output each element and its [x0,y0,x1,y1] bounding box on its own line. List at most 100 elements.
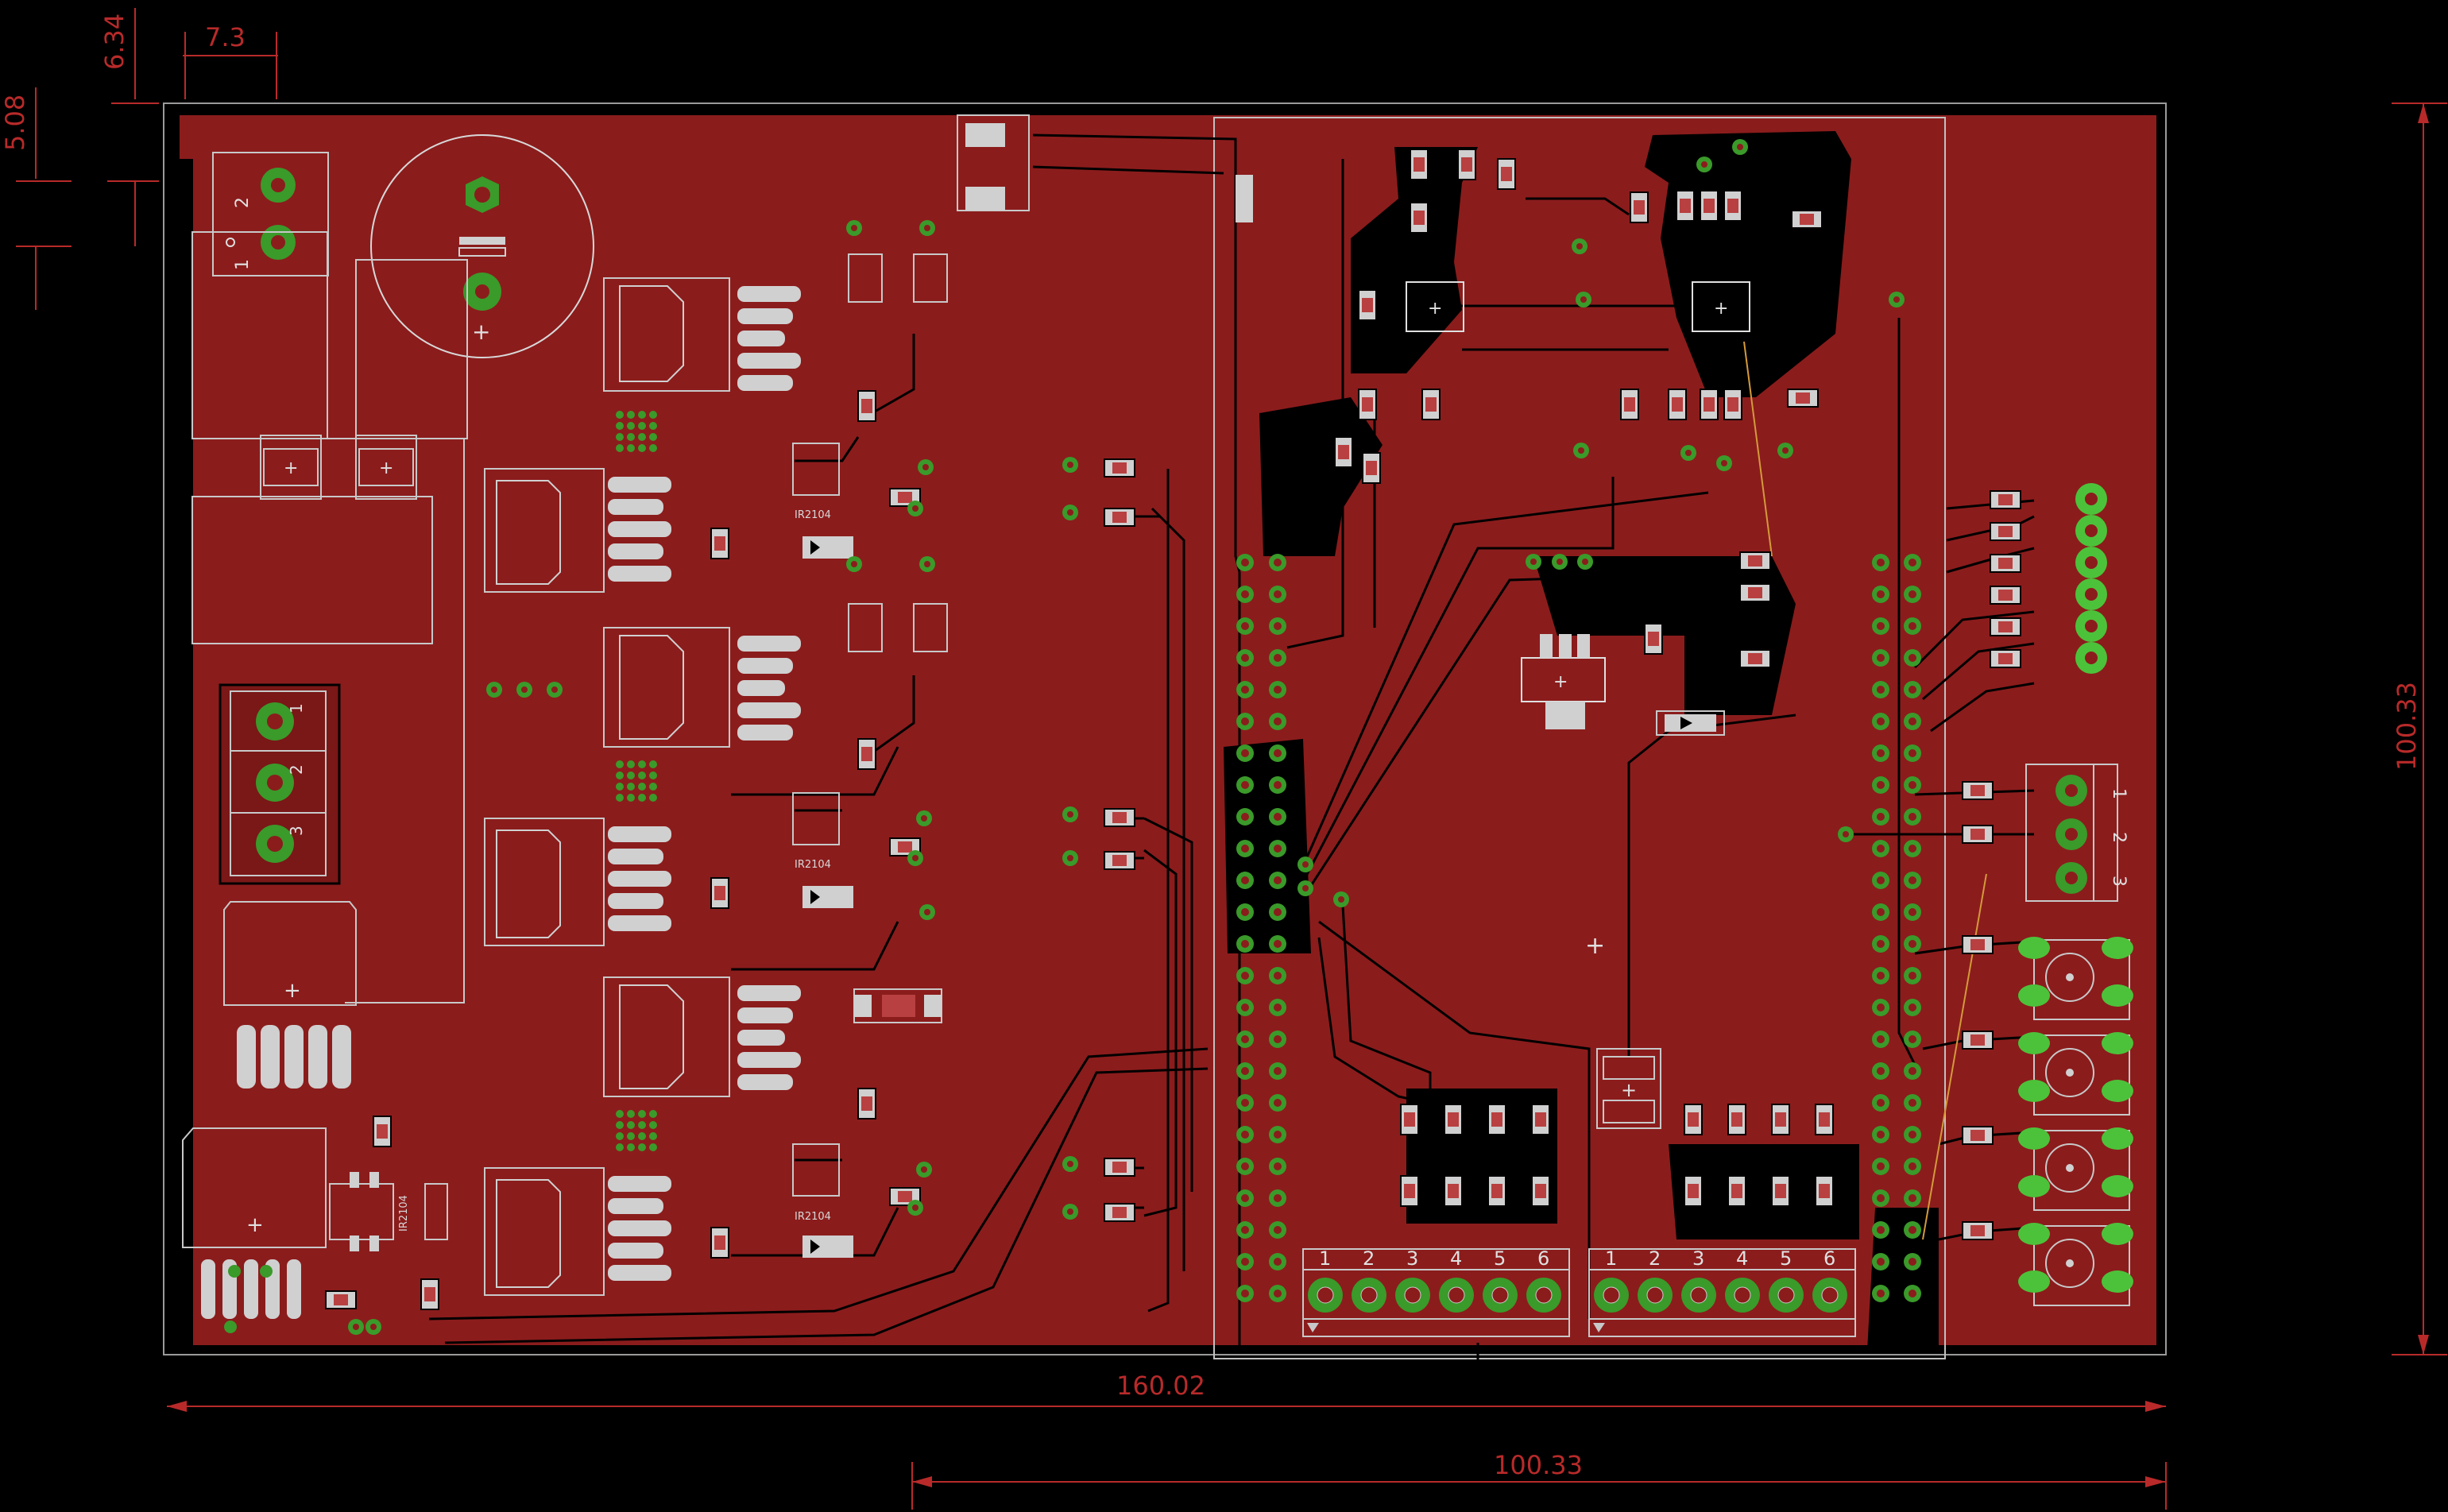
thermal-via [616,794,624,802]
center-diode [1656,710,1725,736]
screw-hole [1404,1286,1421,1304]
header-hole [1877,1162,1885,1170]
thermal-via [638,433,646,441]
header-hole [1877,622,1885,630]
regulator-arrow: + [1553,672,1568,692]
electrolytic-capacitor: + [370,134,594,358]
header-hole [1877,1035,1885,1043]
via-hole [912,855,918,861]
header-hole [1241,1290,1249,1297]
ic2-cross: + [1714,299,1728,319]
connector-a-numbers: 1 2 3 4 5 6 [1319,1247,1549,1270]
header-hole [1241,972,1249,980]
header-hole [1274,908,1282,916]
header-hole [1877,972,1885,980]
via-hole [1067,811,1073,818]
ratsnest-lines [1743,341,1987,1240]
header-hole [1909,813,1916,821]
right-terminal-pin-1: 1 [2109,788,2129,799]
header-hole [1909,559,1916,567]
screw-hole [1535,1286,1553,1304]
smd-resistor-body [1800,214,1814,225]
header-hole [1241,590,1249,598]
button-pad [2102,1270,2133,1293]
conn-a-num-2: 2 [1363,1247,1375,1270]
via-hole [353,1324,359,1330]
smd-resistor-body [424,1287,435,1301]
bottom-regulator-cross: + [246,1213,264,1237]
header-hole [1241,1035,1249,1043]
thermal-via [616,783,624,791]
right-terminal-pin-2: 2 [2109,832,2129,843]
smd-resistor-body [1448,1184,1459,1198]
screw-hole [1360,1286,1378,1304]
header-hole [1909,1131,1916,1139]
header-hole [1274,1131,1282,1139]
thermal-via [627,411,635,419]
button-pad [2018,1127,2050,1150]
button-pad [2018,984,2050,1007]
header-hole [1241,1258,1249,1266]
conn-a-num-6: 6 [1537,1247,1549,1270]
header-hole [1877,1226,1885,1234]
thermal-via [649,1143,657,1151]
header-hole [1274,686,1282,694]
led-hole [2085,524,2098,537]
thermal-via [649,760,657,768]
driver-label-1: IR2104 [795,509,831,521]
conn-a-num-1: 1 [1319,1247,1331,1270]
thermal-via [616,422,624,430]
header-hole [1274,1258,1282,1266]
thermal-via [649,794,657,802]
smd-resistor-body [1727,199,1738,213]
screw-hole [1491,1286,1509,1304]
thermal-via [638,783,646,791]
header-hole [1909,1162,1916,1170]
smd-resistor-body [1998,526,2013,537]
header-hole [1274,1226,1282,1234]
dim-label-sub-width: 100.33 [1494,1450,1583,1480]
header-hole [1241,1067,1249,1075]
smd-resistor-body [1338,445,1349,459]
thermal-via [616,411,624,419]
screw-hole [1603,1286,1620,1304]
header-hole [1909,781,1916,789]
button-outline [2033,1034,2130,1116]
via-hole [921,1166,927,1173]
led-pads [2075,483,2107,674]
smd-resistor-body [1491,1112,1502,1127]
power-input-terminal: 2 1 [212,152,329,276]
via-hole [1582,559,1588,565]
dim-label-board-width: 160.02 [1116,1371,1205,1401]
button-pad [2018,1223,2050,1245]
header-hole [1909,654,1916,662]
conn-a-num-5: 5 [1494,1247,1506,1270]
conn-b-num-4: 4 [1736,1247,1748,1270]
smd-resistor-body [334,1294,348,1305]
header-hole [1909,1067,1916,1075]
thermal-via [627,1143,635,1151]
via-hole [521,686,528,693]
small-vias [348,139,1905,1335]
smd-resistor-body [1688,1112,1699,1127]
via-hole [1067,509,1073,516]
smd-resistor-body [1819,1112,1830,1127]
opamp-ics: + + [1406,281,1750,332]
button-pad [2102,937,2133,959]
driver-label-3: IR2104 [795,1211,831,1223]
smd-resistor-body [1461,157,1472,172]
smd-resistor-body [898,841,912,853]
button-center [2066,1259,2074,1267]
left-terminal-pin-1: 1 [287,703,306,713]
thermal-via [649,444,657,452]
thermal-via [616,1132,624,1140]
smd-resistor-body [1727,397,1738,412]
header-hole [1877,781,1885,789]
smd-resistor-body [1112,1207,1127,1218]
via-hole [1578,447,1584,454]
smd-resistor-body [1775,1184,1786,1198]
button-pad [2102,1127,2133,1150]
button-outline [2033,1130,2130,1211]
smd-resistor-body [1731,1184,1742,1198]
